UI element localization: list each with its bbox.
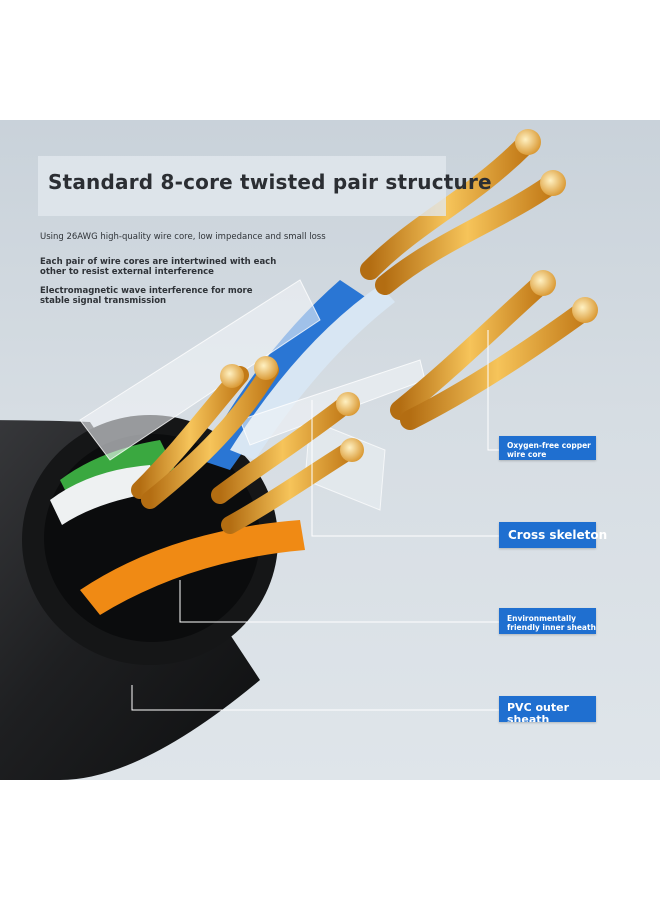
label-copper-core: Oxygen-free copper wire core	[499, 436, 596, 460]
label-inner-sheath: Environmentally friendly inner sheath	[499, 608, 596, 634]
cross-skeleton-fin-2	[304, 419, 386, 511]
white-wire	[50, 465, 160, 525]
callout-line-inner-sheath	[179, 580, 499, 623]
orange-wire	[80, 520, 305, 615]
cable-cross-section-illustration	[0, 129, 598, 780]
product-illustration-panel: Standard 8-core twisted pair structure U…	[0, 120, 660, 780]
page-title: Standard 8-core twisted pair structure	[48, 170, 492, 194]
copper-strand-tips	[220, 129, 598, 462]
label-outer-sheath: PVC outer sheath	[499, 696, 596, 722]
title-backdrop	[38, 156, 446, 216]
feature-text-intertwined: Each pair of wire cores are intertwined …	[40, 257, 277, 277]
label-cross-skeleton: Cross skeleton	[499, 522, 607, 548]
copper-strands	[131, 135, 595, 534]
callout-line-outer-sheath	[131, 685, 499, 711]
callout-line-skeleton	[311, 400, 499, 537]
callout-lines	[131, 330, 499, 711]
callout-line-copper	[487, 330, 499, 451]
feature-text-emi: Electromagnetic wave interference for mo…	[40, 286, 253, 306]
feature-text-wire-core: Using 26AWG high-quality wire core, low …	[40, 232, 326, 242]
cross-skeleton	[79, 279, 321, 461]
